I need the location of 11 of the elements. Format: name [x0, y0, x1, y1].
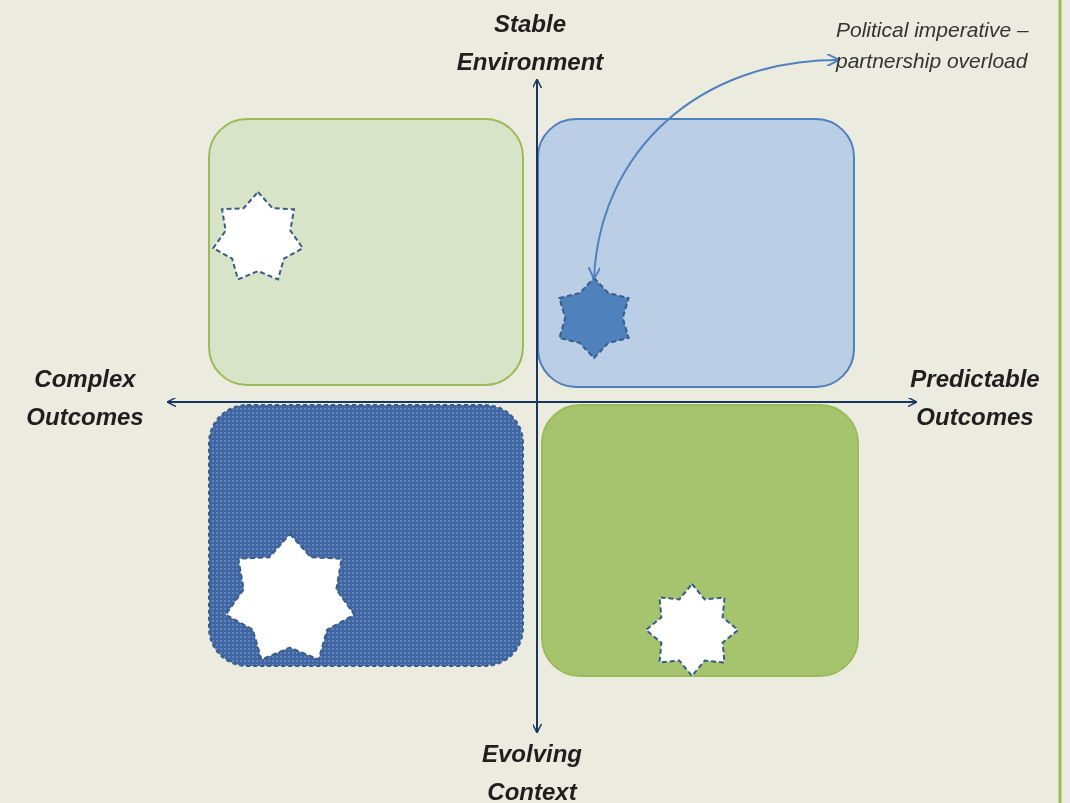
axis-label: Stable Environment	[455, 9, 605, 77]
curved-arrow	[588, 53, 841, 281]
axis-label: Evolving Context	[481, 739, 583, 803]
quadrant-panel	[208, 118, 524, 386]
quadrant-panel	[541, 404, 859, 677]
annotation-text: Political imperative – partnership overload	[836, 17, 1030, 74]
axis-label: Predictable Outcomes	[909, 364, 1041, 432]
star-shape	[644, 582, 740, 678]
quadrant-panel	[208, 404, 524, 667]
quadrant-panel	[537, 118, 855, 388]
axis-label: Complex Outcomes	[25, 364, 145, 432]
